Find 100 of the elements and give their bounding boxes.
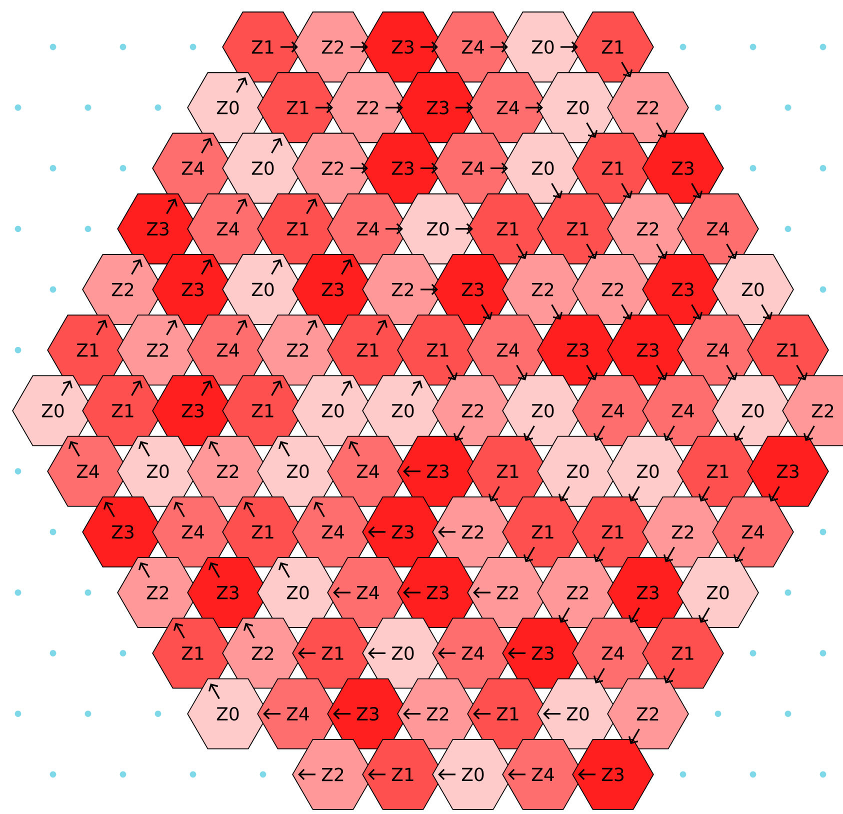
arrow: [403, 708, 420, 720]
hexagon-cell: Z0: [712, 254, 794, 325]
arrow: [96, 320, 108, 336]
arrow: [386, 102, 403, 114]
arrow: [726, 364, 738, 380]
arrow: [628, 486, 640, 502]
arrow: [386, 223, 403, 234]
arrow: [166, 320, 178, 336]
arrow: [271, 380, 283, 396]
arrow: [131, 380, 143, 396]
arrow: [103, 502, 115, 518]
arrow: [586, 244, 598, 260]
hexagon-cell: Z3: [82, 496, 164, 568]
arrow: [473, 708, 490, 720]
hexagon-cell: Z1: [362, 739, 444, 810]
arrow: [350, 41, 368, 53]
arrow: [663, 425, 675, 442]
arrow: [578, 768, 596, 780]
hexagon-cell: Z0: [432, 739, 514, 810]
arrow: [313, 502, 325, 518]
hexagon-cell: Z4: [257, 678, 339, 750]
arrow: [558, 607, 570, 623]
arrow: [403, 466, 420, 477]
hexagon-cell: Z4: [47, 436, 129, 507]
hexagon-cell: Z0: [12, 375, 94, 446]
arrow: [138, 562, 150, 578]
hexagon-cell: Z1: [642, 618, 724, 689]
arrow: [698, 607, 710, 623]
arrow: [420, 41, 438, 53]
arrow: [691, 304, 703, 320]
arrow: [621, 304, 633, 320]
arrow: [368, 526, 386, 538]
arrow: [490, 162, 508, 174]
arrow: [508, 648, 526, 659]
arrow: [201, 259, 213, 275]
arrow: [656, 364, 668, 380]
hexagon-cell: Z1: [572, 12, 654, 82]
arrow: [663, 546, 675, 562]
arrow: [438, 648, 456, 659]
arrow: [403, 587, 420, 598]
arrow: [473, 587, 490, 598]
arrow: [663, 668, 675, 684]
arrow: [628, 728, 640, 744]
hexagon-cell: Z2: [292, 739, 374, 810]
arrow: [208, 441, 220, 457]
hexagon-cell: Z0: [677, 557, 759, 628]
arrow: [271, 138, 283, 154]
arrow: [298, 768, 316, 780]
arrow: [456, 223, 473, 234]
hexagon-cell: Z2: [607, 678, 689, 750]
arrow: [628, 607, 640, 623]
arrow: [166, 198, 178, 214]
arrow: [236, 77, 248, 93]
arrow: [243, 502, 255, 518]
hexagon-cell: Z4: [712, 496, 794, 568]
arrow: [411, 380, 423, 396]
arrow: [333, 708, 350, 720]
arrow: [593, 668, 605, 684]
arrow: [593, 425, 605, 442]
arrow: [543, 708, 560, 720]
hexagon-cell: Z1: [152, 618, 234, 689]
arrow: [201, 380, 213, 396]
arrow: [298, 648, 316, 659]
hexagon-cell: Z2: [782, 375, 843, 446]
arrow: [558, 486, 570, 502]
arrow: [523, 425, 535, 442]
arrow: [306, 198, 318, 214]
arrow: [523, 546, 535, 562]
arrow: [446, 364, 458, 380]
arrow: [560, 41, 578, 53]
arrow: [333, 587, 350, 598]
arrow: [280, 41, 298, 53]
hexagon-cell: Z4: [677, 193, 759, 264]
arrow: [420, 284, 438, 296]
arrow: [481, 304, 493, 320]
arrow: [341, 259, 353, 275]
arrow: [236, 320, 248, 336]
arrow: [516, 364, 528, 380]
arrow: [490, 41, 508, 53]
arrow: [68, 441, 80, 457]
arrow: [456, 102, 473, 114]
arrow: [761, 304, 773, 320]
arrow: [368, 768, 386, 780]
arrow: [61, 380, 73, 396]
arrow: [138, 441, 150, 457]
arrow: [768, 486, 780, 502]
hexagon-cell: Z4: [502, 739, 584, 810]
arrow: [173, 622, 185, 638]
arrow: [733, 546, 745, 562]
arrow: [508, 768, 526, 780]
arrow: [173, 502, 185, 518]
hexagon-cell: Z2: [117, 557, 199, 628]
arrow: [453, 425, 465, 442]
arrow: [306, 320, 318, 336]
hexagon-cell: Z2: [607, 72, 689, 144]
arrow: [348, 441, 360, 457]
arrow: [691, 183, 703, 199]
hexagon-cell: Z3: [747, 436, 829, 507]
arrow: [208, 684, 220, 700]
arrow: [420, 162, 438, 174]
